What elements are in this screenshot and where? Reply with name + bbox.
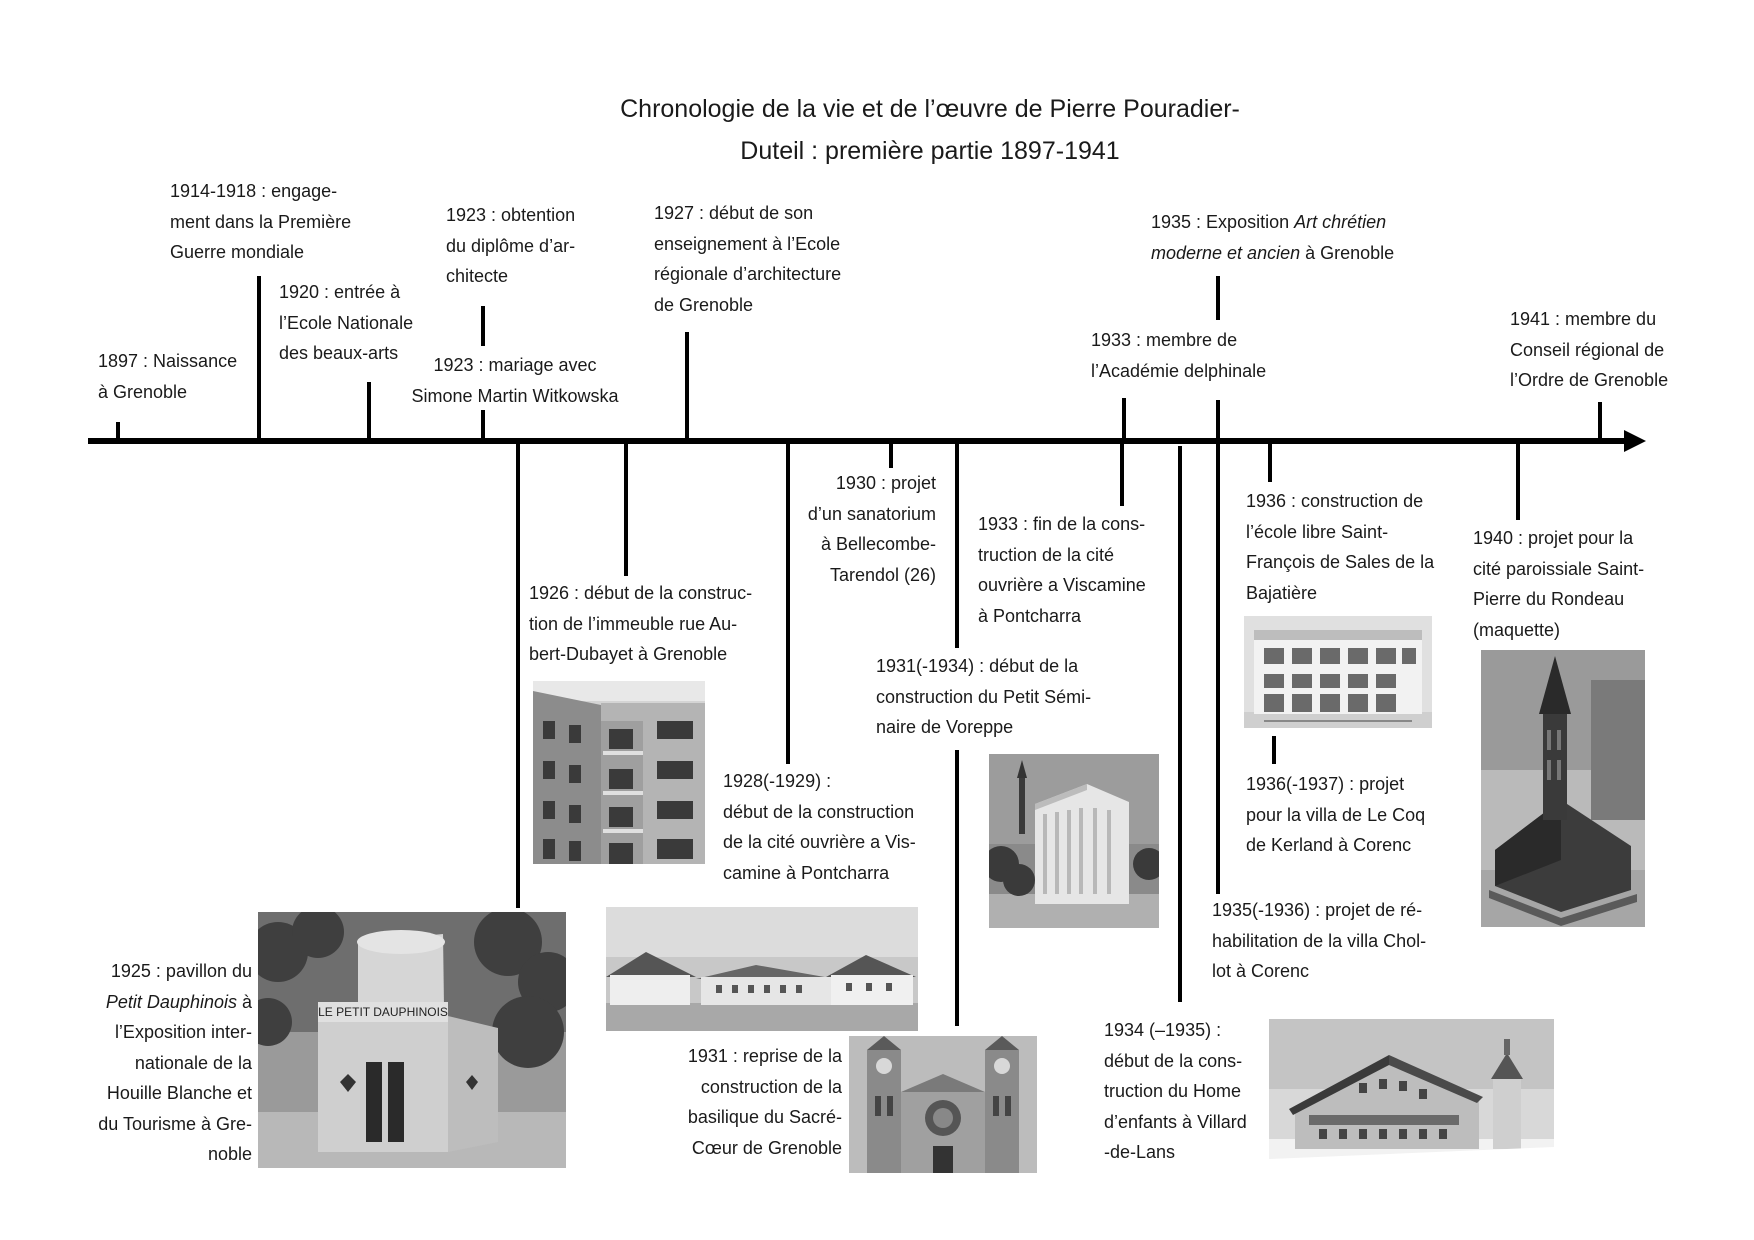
tick-1941 [1598,402,1602,440]
tick-1923-diplome [481,306,485,346]
event-1936-1937: 1936(-1937) : projet pour la villa de Le… [1246,774,1426,855]
tick-1933-academie [1122,398,1126,440]
tick-1923-mariage [481,410,485,440]
event-1925: 1925 : pavillon du Petit Dauphinois à l’… [98,961,252,1164]
event-1926: 1926 : début de la construc- tion de l’i… [529,583,753,664]
event-1934-1935: 1934 (–1935) : début de la cons- tructio… [1104,1020,1247,1162]
tick-1914 [257,276,261,440]
event-1897: 1897 : Naissance à Grenoble [98,351,238,402]
photo-cite-viscamine [606,907,918,1031]
event-1920: 1920 : entrée à l’Ecole Nationale des be… [279,282,414,363]
photo-pavillon-petit-dauphinois: LE PETIT DAUPHINOIS [258,912,566,1168]
tick-1926 [624,442,628,576]
tick-1931-basilique [955,750,959,1026]
tick-1936-ecole [1268,442,1272,482]
event-1941: 1941 : membre du Conseil régional de l’O… [1510,309,1669,390]
tick-1928 [786,442,790,764]
tick-1930 [889,442,893,468]
event-1935-1936: 1935(-1936) : projet de ré- habilitation… [1212,900,1427,981]
event-1931-seminaire: 1931(-1934) : début de la construction d… [876,656,1092,737]
tick-1936-villa [1272,736,1276,764]
tick-1925 [516,442,520,908]
tick-1931-seminaire [955,442,959,648]
tick-1934 [1178,446,1182,1002]
event-1927: 1927 : début de son enseignement à l’Eco… [654,203,842,315]
photo-maquette-saint-pierre-du-rondeau [1481,650,1645,927]
photo-ecole-saint-francois-de-sales [1244,616,1432,728]
event-1933-academie: 1933 : membre de l’Académie delphinale [1091,330,1267,381]
event-1936-ecole: 1936 : construction de l’école libre Sai… [1246,491,1435,603]
title-line-2: Duteil : première partie 1897-1941 [740,137,1120,165]
title-line-1: Chronologie de la vie et de l’œuvre de P… [620,95,1240,123]
tick-1920 [367,382,371,440]
tick-1933-viscamine [1120,442,1124,506]
timeline-title: Chronologie de la vie et de l’œuvre de P… [560,88,1300,172]
tick-1927 [685,332,689,440]
tick-1940 [1516,442,1520,520]
timeline-arrow-icon [1624,430,1646,452]
event-1935-exposition: 1935 : Exposition Art chrétien moderne e… [1151,212,1395,263]
event-1914-1918: 1914-1918 : engage- ment dans la Premièr… [170,181,352,262]
event-1928-1929: 1928(-1929) : début de la construction d… [723,771,916,883]
photo-home-enfants-villard-de-lans [1269,1019,1554,1172]
photo-basilique-sacre-coeur [849,1036,1037,1173]
timeline-axis [88,438,1640,444]
event-1940: 1940 : projet pour la cité paroissiale S… [1473,528,1645,640]
event-1930: 1930 : projet d’un sanatorium à Bellecom… [807,473,936,585]
tick-1935-cholllot [1216,400,1220,894]
photo-immeuble-aubert-dubayet [533,681,705,864]
event-1923-diplome: 1923 : obtention du diplôme d’ar- chitec… [446,205,576,286]
event-1933-viscamine: 1933 : fin de la cons- truction de la ci… [978,514,1146,626]
tick-1935-expo [1216,276,1220,320]
event-1931-basilique: 1931 : reprise de la construction de la … [687,1046,842,1158]
tick-1897 [116,422,120,440]
event-1923-mariage: 1923 : mariage avec Simone Martin Witkow… [411,355,619,406]
pavilion-sign-text: LE PETIT DAUPHINOIS [318,1005,448,1019]
photo-petit-seminaire-voreppe [989,754,1159,928]
